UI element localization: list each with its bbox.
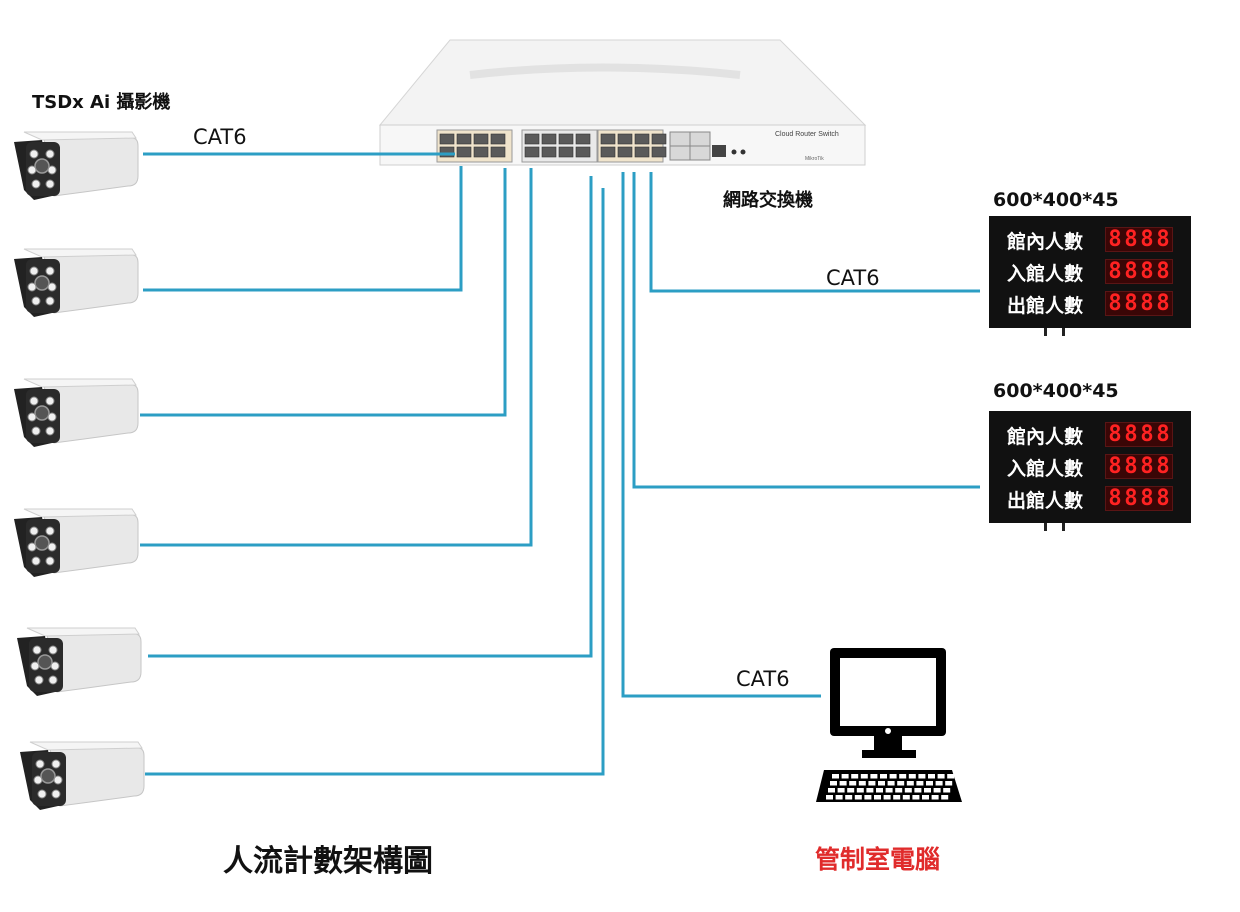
display-row-label: 館內人數 [1007,426,1084,448]
led-digit: 8 [1156,259,1170,284]
display-2-dimension: 600*400*45 [993,380,1119,402]
camera-icon [17,627,142,696]
cable-display-2 [632,172,980,489]
led-digit: 8 [1140,454,1154,479]
cable-label-cameras: CAT6 [193,125,247,149]
board-leg [1062,328,1065,336]
led-digit: 8 [1108,486,1122,511]
cable-camera-6 [145,188,605,776]
switch-label: 網路交換機 [723,190,813,211]
camera-label: TSDx Ai 攝影機 [32,92,171,113]
led-digit: 8 [1124,259,1138,284]
display-row-label: 出館人數 [1007,295,1084,317]
cameras [14,131,145,810]
console-port [712,145,726,157]
cable-label-display: CAT6 [826,266,880,290]
cable-camera-2 [143,166,463,292]
board-leg [1044,328,1047,336]
led-digit: 8 [1140,422,1154,447]
camera-icon [14,248,139,317]
cable-camera-3 [140,168,507,417]
led-digit: 8 [1124,486,1138,511]
display-1-dimension: 600*400*45 [993,189,1119,211]
display-row-label: 入館人數 [1007,458,1084,480]
cable-camera-5 [148,176,593,658]
led-digit: 8 [1156,486,1170,511]
led-digit: 8 [1108,227,1122,252]
led-digit: 8 [1124,454,1138,479]
cables [140,152,980,776]
led-digit: 8 [1124,422,1138,447]
led-digit: 8 [1140,227,1154,252]
cable-pc [621,172,821,698]
led-digit: 8 [1156,227,1170,252]
network-switch: Cloud Router Switch MikroTik [378,39,867,166]
led-digit: 8 [1108,422,1122,447]
led-digit: 8 [1156,422,1170,447]
led-digit: 8 [1124,291,1138,316]
cable-label-pc: CAT6 [736,667,790,691]
control-room-pc [816,648,962,802]
led-digit: 8 [1108,454,1122,479]
switch-brand: MikroTik [805,156,824,162]
led-digit: 8 [1140,259,1154,284]
camera-icon [14,508,139,577]
led-digit: 8 [1156,291,1170,316]
switch-faceplate-text: Cloud Router Switch [775,131,839,138]
led-digit: 8 [1108,259,1122,284]
camera-icon [20,741,145,810]
led-digit: 8 [1140,291,1154,316]
port-grid [439,133,667,158]
led-digit: 8 [1108,291,1122,316]
display-row-label: 館內人數 [1007,231,1084,253]
led-digit: 8 [1156,454,1170,479]
camera-icon [14,131,139,200]
diagram-title: 人流計數架構圖 [223,844,433,879]
cable-display-1 [649,172,980,293]
led-digit: 8 [1140,486,1154,511]
pc-label: 管制室電腦 [815,845,941,874]
display-row-label: 入館人數 [1007,263,1084,285]
cable-camera-4 [140,168,533,547]
camera-icon [14,378,139,447]
board-leg [1062,523,1065,531]
display-row-label: 出館人數 [1007,490,1084,512]
board-leg [1044,523,1047,531]
led-digit: 8 [1124,227,1138,252]
